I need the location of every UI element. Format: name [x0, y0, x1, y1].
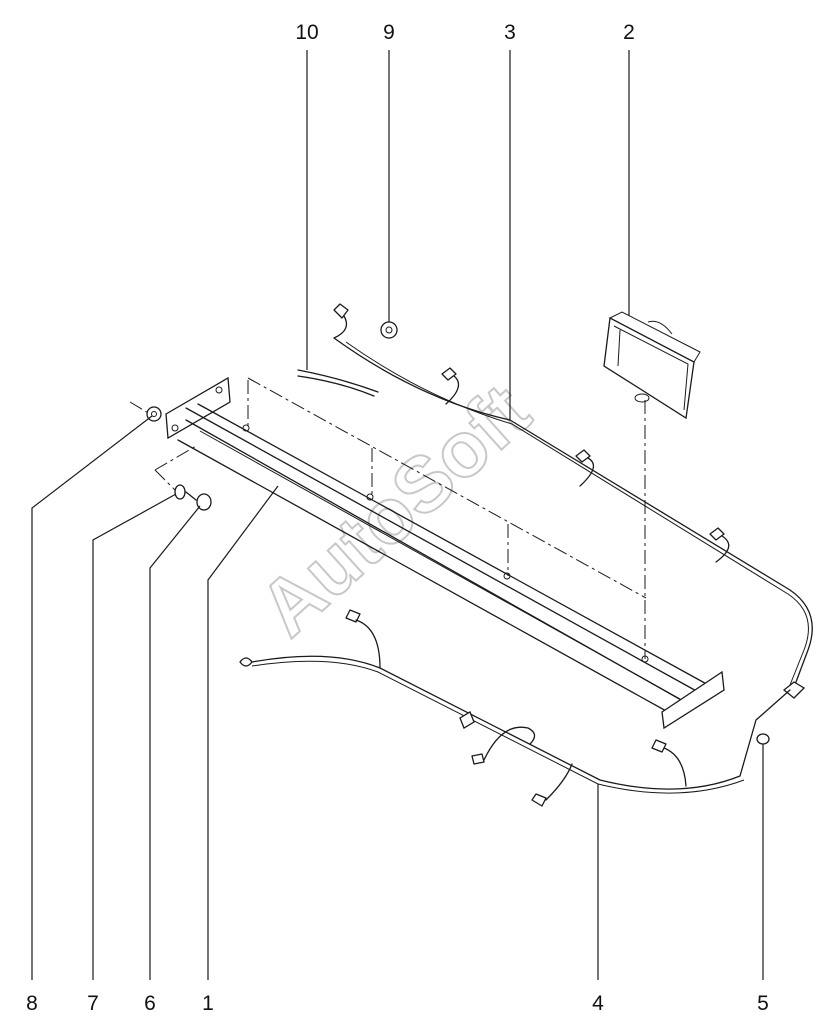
callout-1: 1: [202, 992, 214, 1015]
wire-harness-part-3: [333, 303, 813, 699]
leader-lines: [31, 50, 764, 980]
callout-6: 6: [144, 992, 156, 1015]
washer-part-7: [174, 484, 186, 500]
callout-4: 4: [592, 992, 604, 1015]
callout-5: 5: [757, 992, 769, 1015]
bolt-part-6: [185, 491, 212, 511]
callout-3: 3: [504, 21, 516, 44]
watermark: AutoSoft: [242, 367, 546, 653]
grommet-part-9: [380, 321, 398, 339]
lamp-part-2: [603, 311, 701, 420]
callout-labels: 10 9 3 2 8 7 6 1 4 5: [26, 21, 769, 1015]
callout-10: 10: [295, 21, 318, 44]
nut-part-5: [756, 733, 770, 745]
callout-9: 9: [383, 21, 395, 44]
mounting-bracket-part-1: [165, 376, 725, 730]
callout-7: 7: [87, 992, 99, 1015]
callout-2: 2: [623, 21, 635, 44]
strap-part-10: [297, 369, 379, 397]
wire-harness-part-4: [239, 609, 791, 807]
callout-8: 8: [26, 992, 38, 1015]
